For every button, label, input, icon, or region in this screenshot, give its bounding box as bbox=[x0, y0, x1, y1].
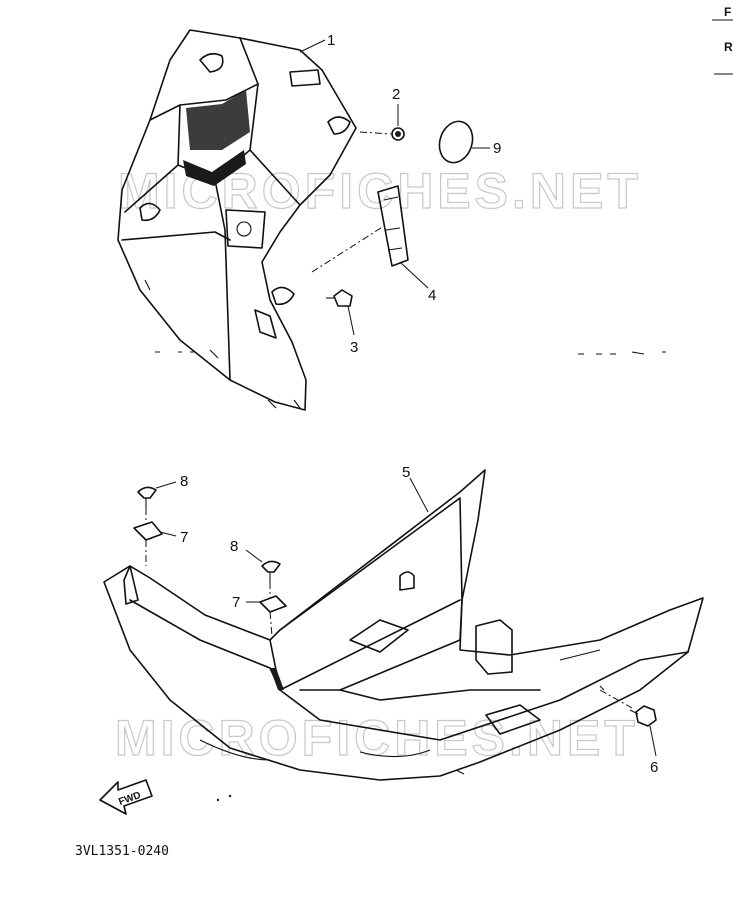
corner-letter-r: R bbox=[724, 40, 733, 54]
callout-7b: 7 bbox=[232, 594, 240, 611]
part-9-cap bbox=[438, 120, 490, 164]
drawing-code: 3VL1351-0240 bbox=[75, 844, 169, 859]
corner-marks: F R bbox=[712, 5, 733, 75]
callout-5: 5 bbox=[402, 464, 410, 481]
watermark-bottom: MICROFICHES.NET bbox=[115, 710, 639, 766]
part-5-footboard bbox=[103, 469, 704, 781]
callout-3: 3 bbox=[350, 339, 358, 356]
leader-5 bbox=[409, 477, 429, 513]
callout-2: 2 bbox=[392, 86, 400, 103]
part-8-rivet-a bbox=[137, 481, 177, 508]
fwd-direction-arrow: FWD bbox=[99, 779, 153, 815]
callout-4: 4 bbox=[428, 287, 436, 304]
part-7-clip-b bbox=[246, 582, 287, 637]
part-3-screw bbox=[326, 289, 355, 336]
part-1-leg-shield-panel bbox=[117, 29, 357, 411]
callout-9: 9 bbox=[493, 140, 501, 157]
part-2-screw bbox=[359, 104, 405, 141]
callout-8b: 8 bbox=[230, 538, 238, 555]
part-6-bolt bbox=[599, 689, 657, 757]
fwd-label: FWD bbox=[117, 790, 142, 808]
callout-7a: 7 bbox=[180, 529, 188, 546]
part-4-bracket bbox=[311, 185, 429, 289]
leader-1 bbox=[299, 39, 326, 53]
corner-letter-f: F bbox=[724, 5, 731, 19]
callout-8a: 8 bbox=[180, 473, 188, 490]
part-7-clip-a bbox=[133, 508, 177, 566]
callout-1: 1 bbox=[327, 32, 335, 49]
scan-specks bbox=[155, 351, 666, 802]
callout-6: 6 bbox=[650, 759, 658, 776]
part-8-rivet-b bbox=[245, 549, 281, 582]
